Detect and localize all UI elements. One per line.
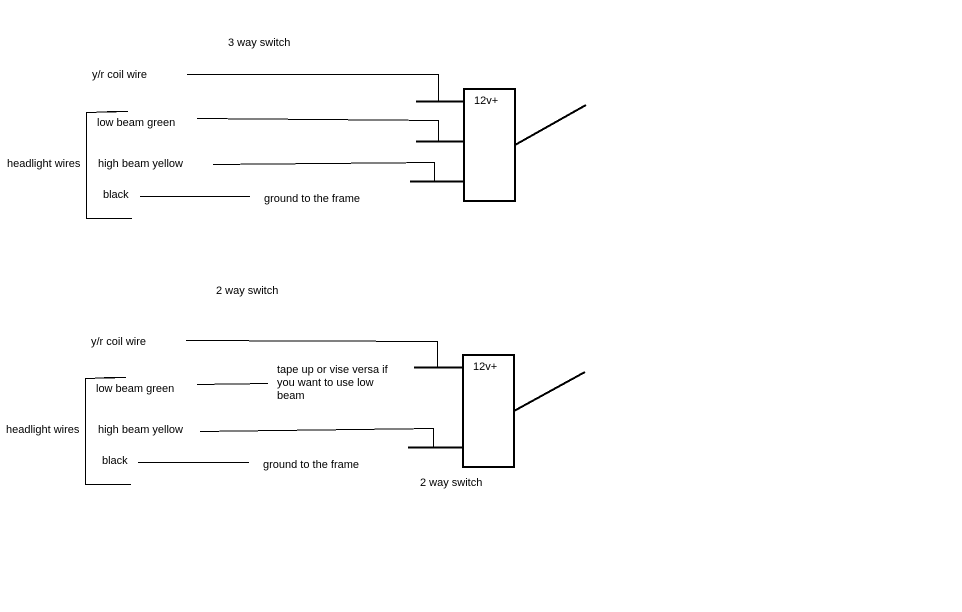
top-low-beam-wire: [196, 118, 439, 141]
top-switch-lever: [514, 104, 587, 146]
bottom-title: 2 way switch: [216, 285, 279, 297]
top-ground-label: ground to the frame: [264, 193, 361, 205]
top-headlight-wires-label: headlight wires: [7, 158, 81, 170]
top-headlight-bracket: [86, 111, 132, 219]
top-title: 3 way switch: [228, 37, 291, 49]
bottom-high-beam-label: high beam yellow: [98, 424, 183, 436]
top-diagram-wires: [86, 74, 587, 219]
bottom-low-beam-wire: [196, 383, 269, 385]
top-switch-12v-label: 12v+: [474, 95, 499, 107]
top-low-beam-label: low beam green: [97, 117, 176, 129]
bottom-tape-note: tape up or vise versa if you want to use…: [277, 364, 388, 402]
top-high-beam-label: high beam yellow: [98, 158, 183, 170]
bottom-coil-wire: [185, 340, 438, 367]
bottom-diagram-wires: [85, 340, 586, 485]
bottom-low-beam-label: low beam green: [96, 383, 175, 395]
bottom-ground-label: ground to the frame: [263, 459, 360, 471]
bottom-coil-wire-label: y/r coil wire: [91, 336, 147, 348]
bottom-black-label: black: [102, 455, 128, 467]
top-black-label: black: [103, 189, 129, 201]
bottom-headlight-wires-label: headlight wires: [6, 424, 80, 436]
top-coil-wire-label: y/r coil wire: [92, 69, 148, 81]
bottom-switch-caption: 2 way switch: [420, 477, 483, 489]
bottom-switch-lever: [513, 371, 586, 412]
top-coil-wire: [187, 74, 439, 101]
bottom-switch-12v-label: 12v+: [473, 361, 498, 373]
top-high-beam-wire: [212, 161, 435, 181]
bottom-high-beam-wire: [199, 427, 434, 447]
